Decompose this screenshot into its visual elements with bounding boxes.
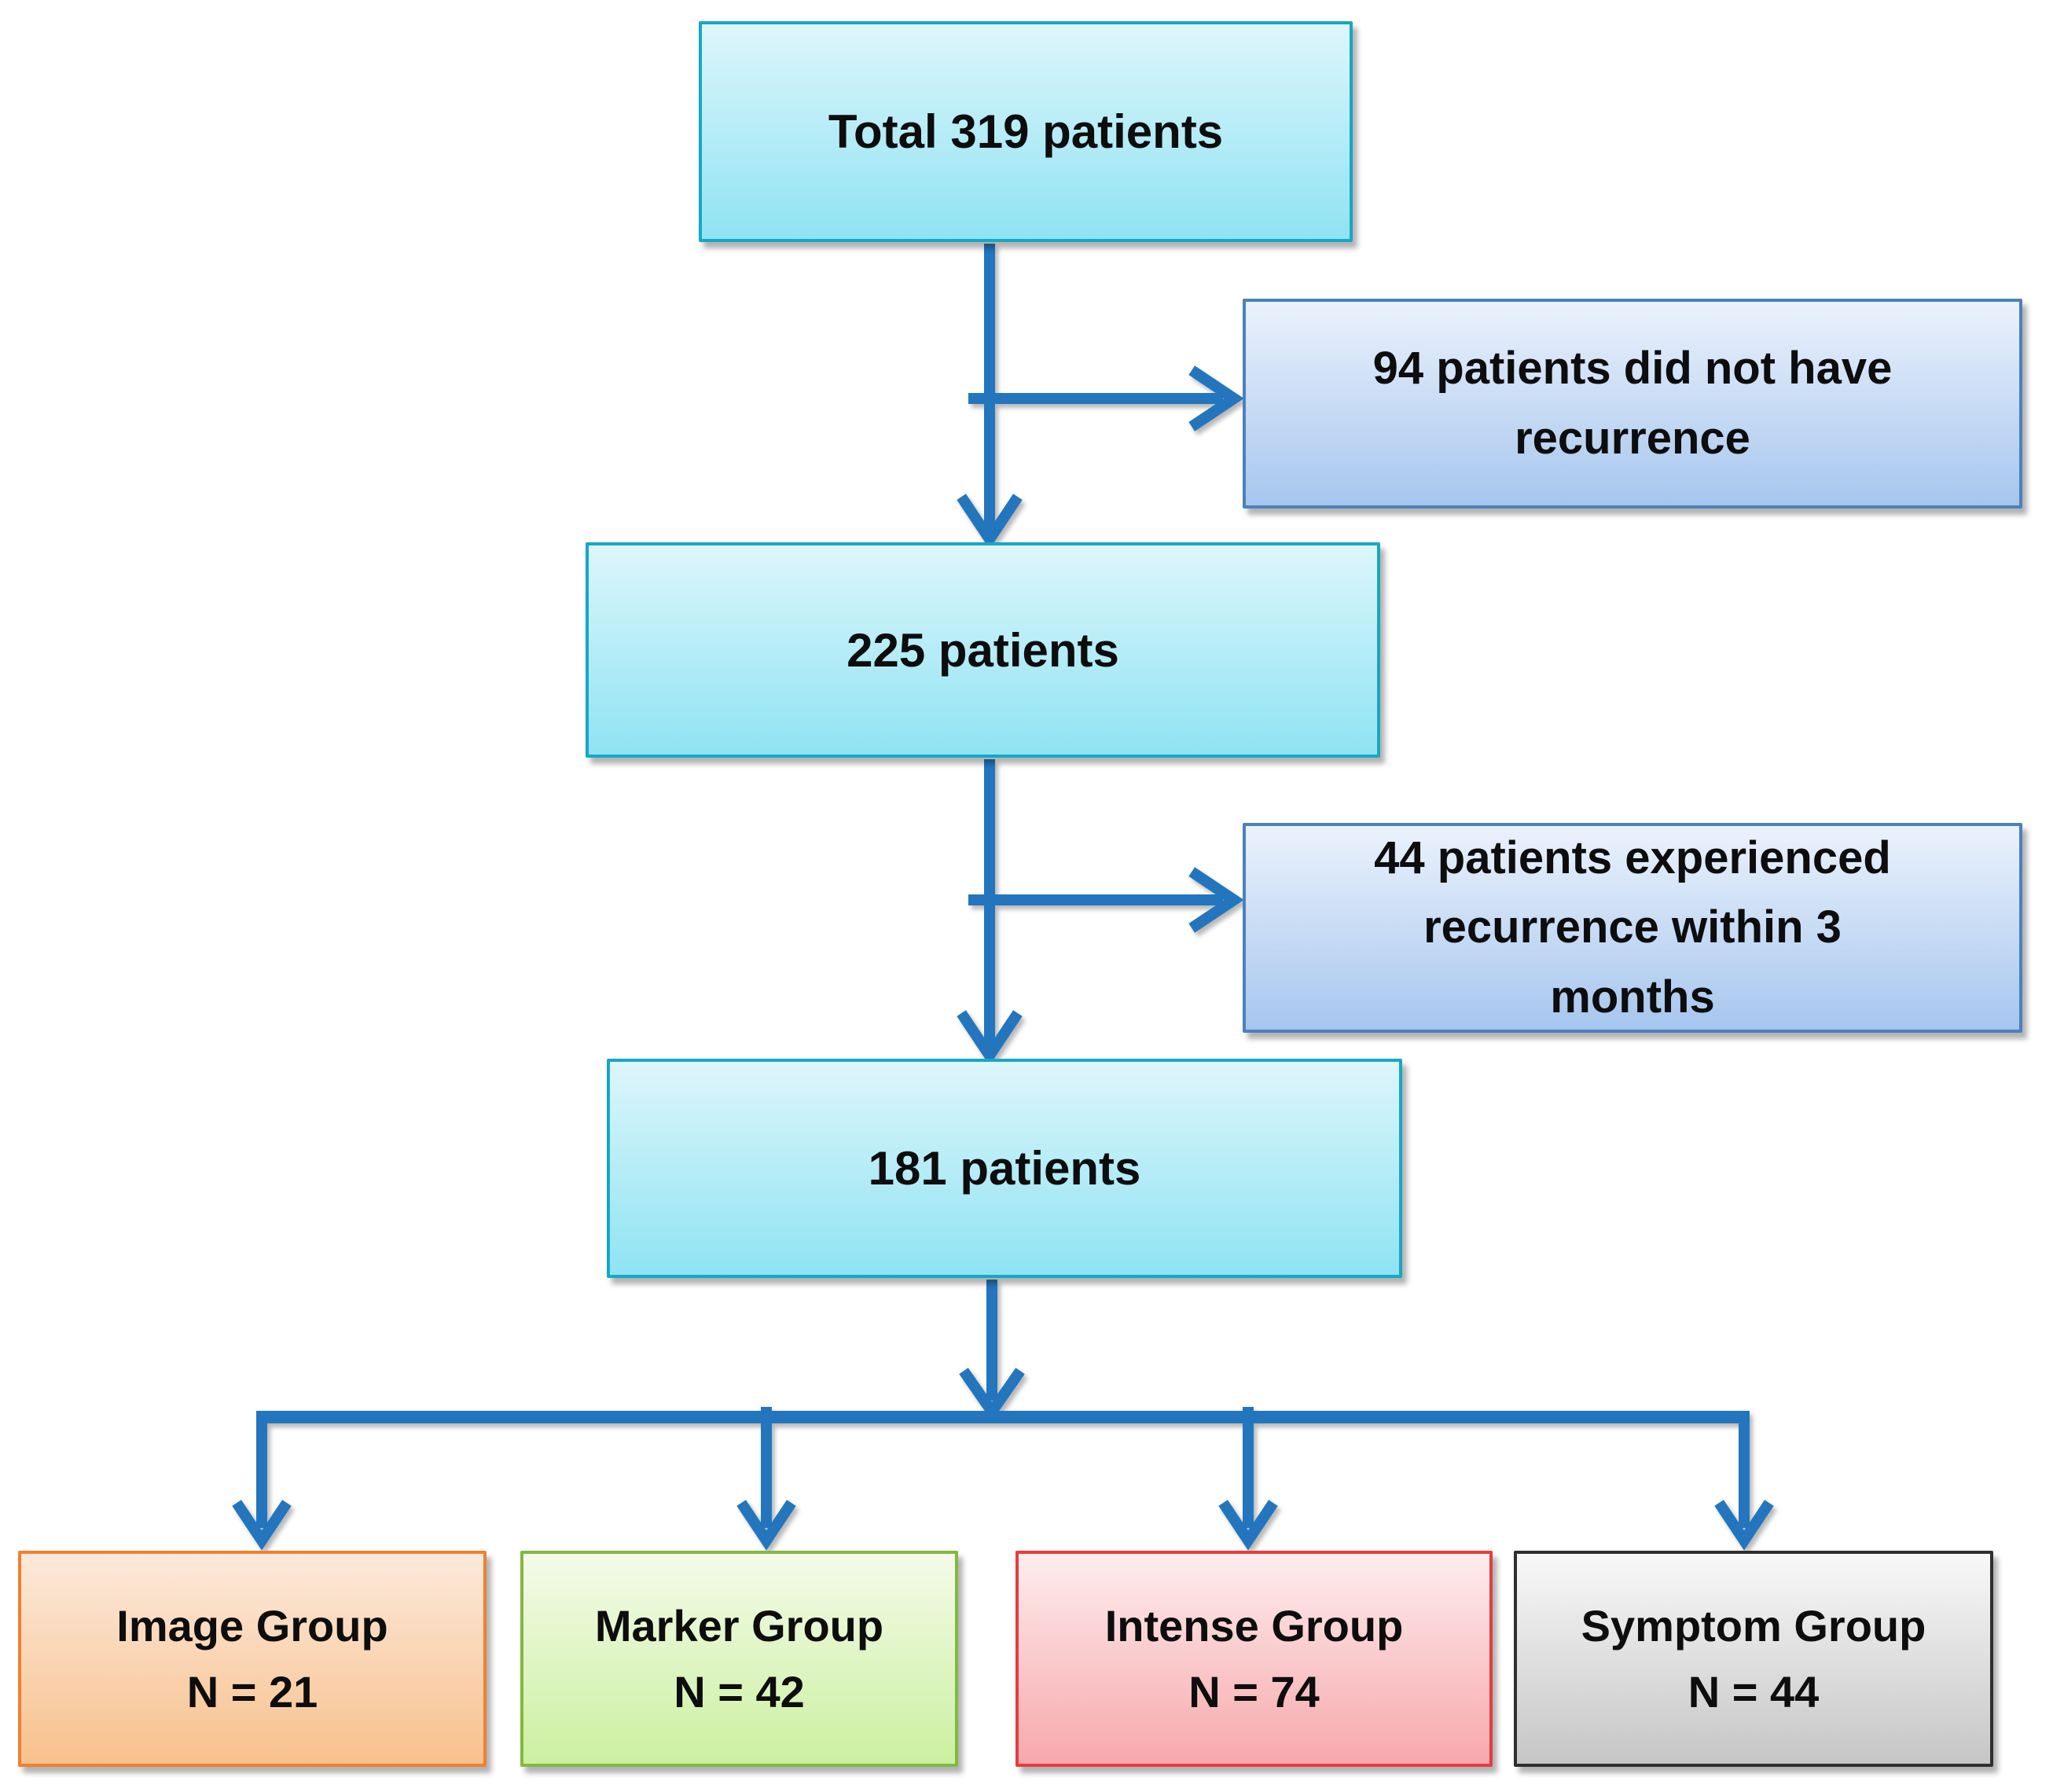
- node-early-recurrence-line-1: 44 patients experienced: [1374, 832, 1891, 884]
- arrow-225-to-181: [957, 759, 1023, 1066]
- arrow-181-to-split: [959, 1280, 1025, 1422]
- node-early-recurrence-line-3: months: [1550, 971, 1715, 1023]
- node-image-group: Image Group N = 21: [18, 1551, 487, 1767]
- node-181-patients: 181 patients: [607, 1059, 1402, 1278]
- node-marker-group-n: N = 42: [674, 1666, 805, 1717]
- node-no-recurrence: 94 patients did not have recurrence: [1243, 299, 2022, 509]
- node-symptom-group: Symptom Group N = 44: [1514, 1551, 1993, 1767]
- arrow-split-to-symptom-group: [1714, 1417, 1774, 1551]
- arrow-total-to-225: [957, 244, 1023, 549]
- node-no-recurrence-line-2: recurrence: [1515, 412, 1750, 464]
- node-225-patients: 225 patients: [586, 542, 1380, 758]
- node-early-recurrence: 44 patients experienced recurrence withi…: [1243, 823, 2022, 1033]
- node-intense-group: Intense Group N = 74: [1015, 1551, 1493, 1767]
- node-no-recurrence-line-1: 94 patients did not have: [1372, 343, 1893, 395]
- node-marker-group-label: Marker Group: [594, 1600, 884, 1651]
- node-early-recurrence-line-2: recurrence within 3: [1423, 902, 1842, 953]
- node-total-patients: Total 319 patients: [699, 21, 1353, 242]
- arrow-to-no-recurrence: [968, 365, 1244, 431]
- node-image-group-label: Image Group: [116, 1600, 388, 1651]
- node-symptom-group-n: N = 44: [1688, 1666, 1820, 1717]
- arrow-split-to-marker-group: [736, 1407, 796, 1551]
- arrow-split-to-intense-group: [1218, 1407, 1278, 1551]
- node-marker-group: Marker Group N = 42: [520, 1551, 958, 1767]
- node-total-patients-label: Total 319 patients: [828, 105, 1224, 158]
- node-symptom-group-label: Symptom Group: [1581, 1600, 1926, 1651]
- node-181-patients-label: 181 patients: [868, 1142, 1141, 1195]
- node-intense-group-n: N = 74: [1188, 1666, 1320, 1717]
- node-225-patients-label: 225 patients: [847, 623, 1119, 677]
- arrow-split-to-image-group: [232, 1417, 292, 1551]
- arrow-to-early-recurrence: [968, 867, 1244, 933]
- node-image-group-n: N = 21: [186, 1666, 318, 1717]
- node-intense-group-label: Intense Group: [1104, 1600, 1404, 1651]
